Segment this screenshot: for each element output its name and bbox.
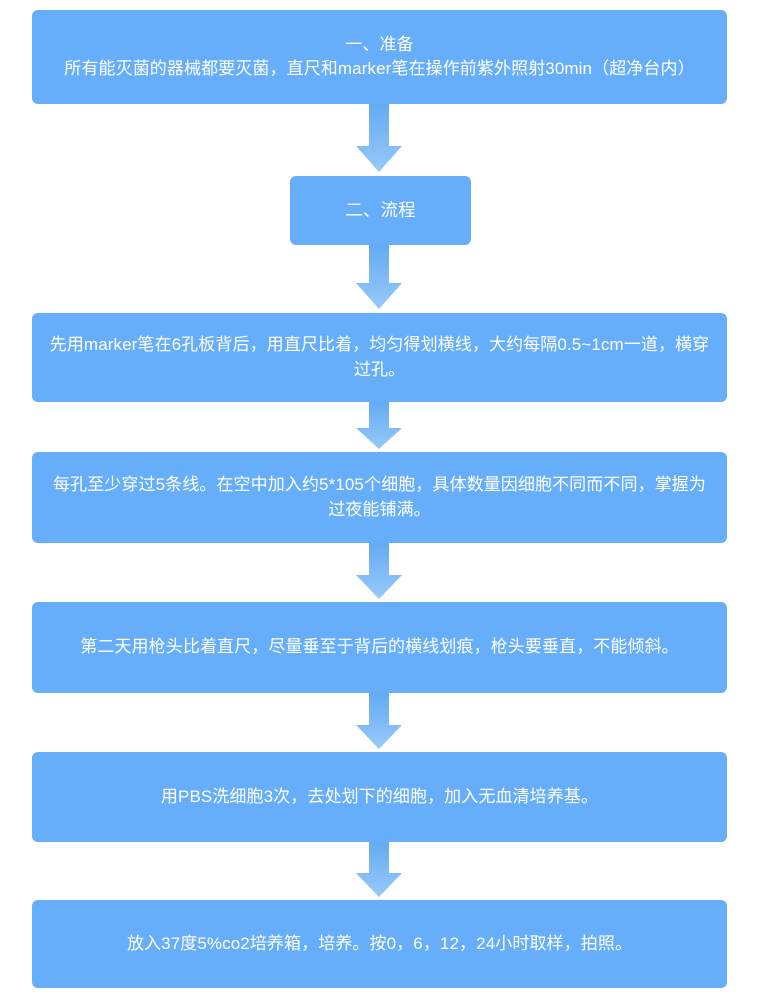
preparation-step[interactable]: 一、准备 所有能灭菌的器械都要灭菌，直尺和marker笔在操作前紫外照射30mi… (32, 10, 727, 104)
step-draw-lines-label: 先用marker笔在6孔板背后，用直尺比着，均匀得划横线，大约每隔0.5~1cm… (49, 335, 710, 379)
step-seed-cells[interactable]: 每孔至少穿过5条线。在空中加入约5*105个细胞，具体数量因细胞不同而不同，掌握… (32, 452, 727, 543)
process-header[interactable]: 二、流程 (290, 176, 471, 245)
step-draw-lines[interactable]: 先用marker笔在6孔板背后，用直尺比着，均匀得划横线，大约每隔0.5~1cm… (32, 313, 727, 402)
step-wash-pbs-label: 用PBS洗细胞3次，去处划下的细胞，加入无血清培养基。 (160, 786, 599, 806)
preparation-step-label: 一、准备 所有能灭菌的器械都要灭菌，直尺和marker笔在操作前紫外照射30mi… (64, 34, 695, 78)
down-arrow-icon (356, 543, 402, 602)
down-arrow-icon (356, 245, 402, 313)
step-incubate-label: 放入37度5%co2培养箱，培养。按0，6，12，24小时取样，拍照。 (126, 933, 633, 953)
step-incubate[interactable]: 放入37度5%co2培养箱，培养。按0，6，12，24小时取样，拍照。 (32, 900, 727, 988)
step-scratch-label: 第二天用枪头比着直尺，尽量垂至于背后的横线划痕，枪头要垂直，不能倾斜。 (80, 637, 679, 657)
down-arrow-icon (356, 842, 402, 900)
step-seed-cells-label: 每孔至少穿过5条线。在空中加入约5*105个细胞，具体数量因细胞不同而不同，掌握… (53, 475, 706, 519)
down-arrow-icon (356, 402, 402, 452)
step-scratch[interactable]: 第二天用枪头比着直尺，尽量垂至于背后的横线划痕，枪头要垂直，不能倾斜。 (32, 602, 727, 693)
step-wash-pbs[interactable]: 用PBS洗细胞3次，去处划下的细胞，加入无血清培养基。 (32, 752, 727, 842)
down-arrow-icon (356, 104, 402, 176)
down-arrow-icon (356, 693, 402, 752)
process-header-label: 二、流程 (345, 200, 416, 221)
